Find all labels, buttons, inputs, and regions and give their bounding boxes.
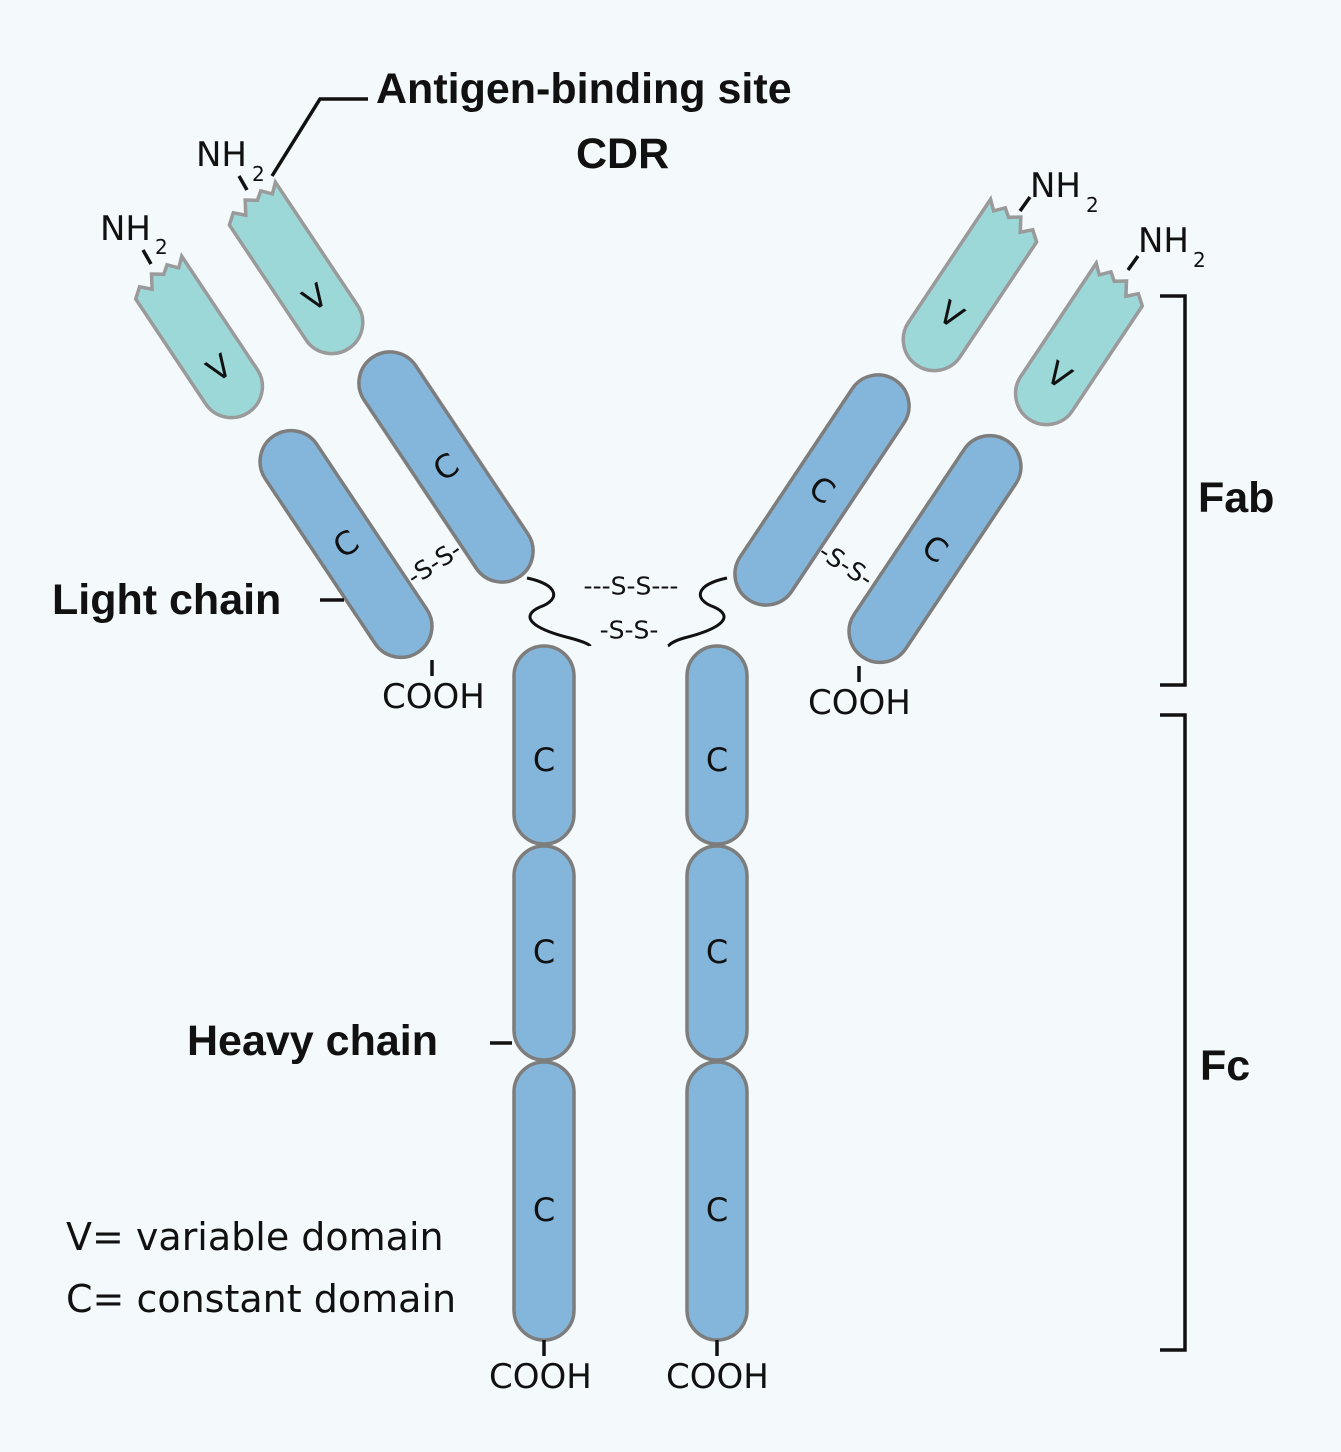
left-arm-heavy-constant: C — [357, 350, 535, 584]
svg-text:NH: NH — [196, 135, 247, 175]
legend-variable: V= variable domain — [66, 1215, 444, 1259]
heavy-right-c1-label: C — [706, 741, 728, 779]
legend: V= variable domain C= constant domain — [66, 1215, 456, 1321]
left-arm-light-variable: V — [133, 252, 265, 420]
cdr-label: CDR — [576, 130, 669, 178]
nh2-terminal-3: NH 2 — [1018, 166, 1099, 217]
cooh-heavy-left: COOH — [489, 1340, 592, 1397]
right-arm-heavy-variable: V — [901, 195, 1039, 373]
cooh-heavy-right: COOH — [666, 1340, 769, 1397]
nh2-terminal-4: NH 2 — [1126, 221, 1206, 272]
antigen-binding-site-label: Antigen-binding site — [376, 65, 792, 113]
heavy-chain-right-stem: C C C — [685, 644, 749, 1342]
cooh-right-light: COOH — [808, 666, 911, 723]
svg-text:NH: NH — [1138, 221, 1189, 261]
svg-text:NH: NH — [100, 209, 151, 249]
svg-text:2: 2 — [252, 162, 265, 186]
antigen-binding-callout: Antigen-binding site CDR — [270, 65, 792, 178]
svg-text:2: 2 — [1193, 248, 1206, 272]
hinge-disulfide-bottom: -S-S- — [600, 616, 659, 645]
heavy-left-c2-label: C — [533, 933, 555, 971]
svg-text:COOH: COOH — [382, 677, 485, 717]
heavy-right-constant-2 — [685, 844, 749, 1062]
left-arm-disulfide: -S-S- — [401, 535, 466, 591]
right-arm-heavy-constant: C — [733, 373, 911, 607]
fc-bracket: Fc — [1160, 713, 1250, 1352]
nh2-terminal-2: NH 2 — [100, 209, 168, 265]
svg-text:2: 2 — [155, 235, 168, 259]
heavy-chain-label: Heavy chain — [187, 1017, 438, 1065]
fab-label: Fab — [1198, 474, 1274, 522]
nh2-terminal-1: NH 2 — [196, 135, 265, 191]
svg-text:NH: NH — [1030, 166, 1081, 206]
heavy-left-constant-1 — [512, 644, 576, 846]
svg-text:COOH: COOH — [666, 1357, 769, 1397]
fc-label: Fc — [1200, 1042, 1250, 1090]
heavy-chain-callout: Heavy chain — [187, 1017, 512, 1065]
heavy-right-c3-label: C — [706, 1191, 728, 1229]
hinge-disulfide-top: ---S-S--- — [584, 572, 679, 601]
light-chain-label: Light chain — [52, 576, 281, 624]
right-arm-light-constant: C — [847, 433, 1023, 665]
right-arm-disulfide: -S-S- — [813, 537, 878, 593]
cooh-left-light: COOH — [382, 660, 485, 717]
light-chain-callout: Light chain — [52, 576, 344, 624]
heavy-right-constant-1 — [685, 644, 749, 846]
svg-text:COOH: COOH — [489, 1357, 592, 1397]
hinge-region: ---S-S--- -S-S- — [526, 572, 728, 648]
heavy-left-c3-label: C — [533, 1191, 555, 1229]
right-arm-light-variable: V — [1013, 259, 1145, 427]
svg-text:2: 2 — [1086, 193, 1099, 217]
svg-text:COOH: COOH — [808, 683, 911, 723]
heavy-right-c2-label: C — [706, 933, 728, 971]
left-arm-light-constant: C — [258, 428, 434, 660]
heavy-left-c1-label: C — [533, 741, 555, 779]
fab-bracket: Fab — [1160, 294, 1274, 687]
heavy-left-constant-2 — [512, 844, 576, 1062]
left-arm-heavy-variable: V — [227, 178, 365, 356]
heavy-chain-left-stem: C C C — [512, 644, 576, 1342]
legend-constant: C= constant domain — [66, 1277, 456, 1321]
